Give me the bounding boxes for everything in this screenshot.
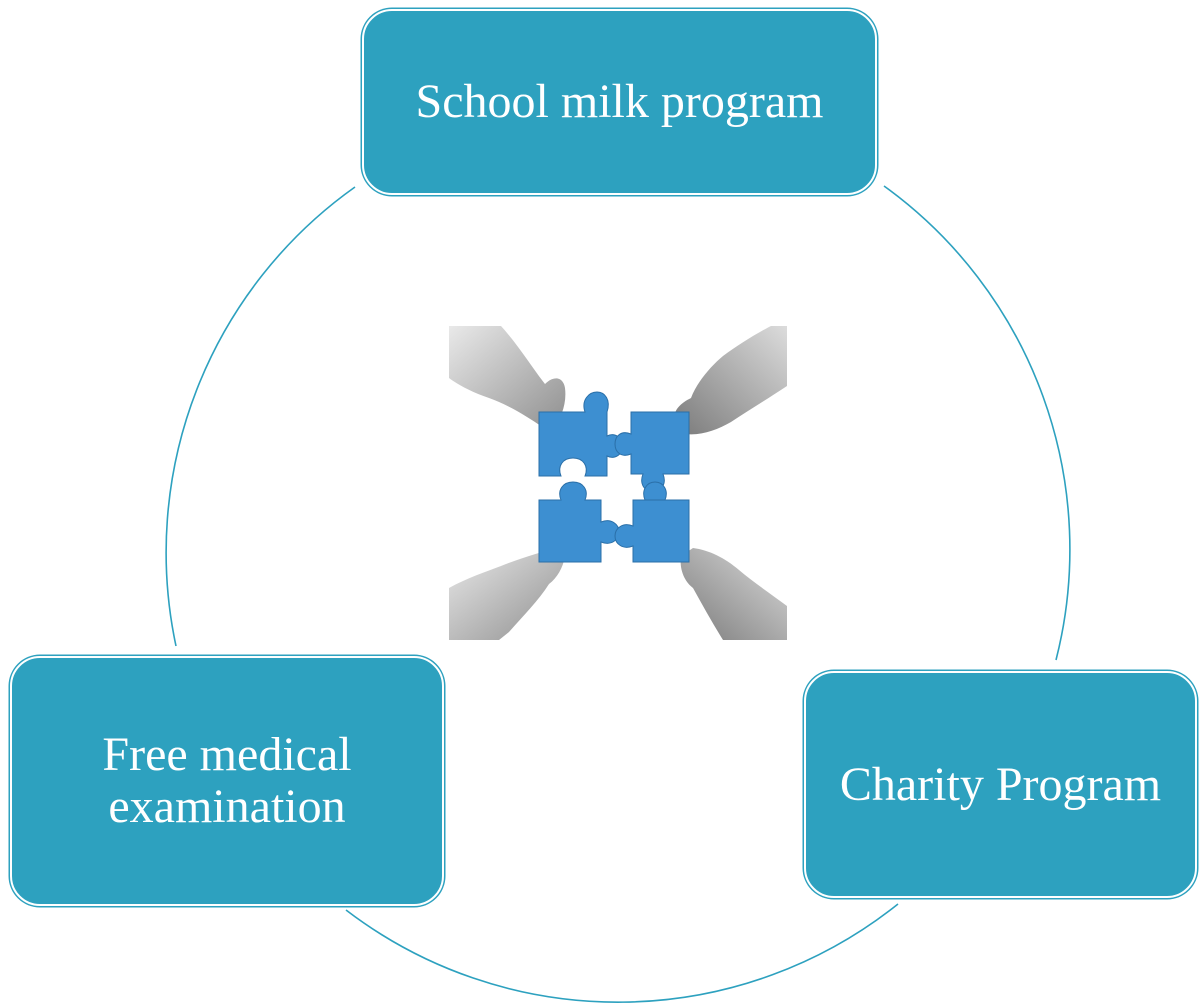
node-school-milk-program: School milk program	[362, 9, 877, 195]
hand-bottom-left	[449, 548, 565, 640]
hand-top-right	[673, 326, 787, 435]
hand-top-left	[449, 326, 566, 430]
node-label: School milk program	[415, 75, 824, 129]
puzzle-hands-icon	[449, 326, 787, 640]
node-free-medical-examination: Free medical examination	[10, 656, 444, 906]
connector-arc-right-left	[345, 903, 899, 1003]
hand-bottom-right	[680, 548, 787, 640]
connector-arc-top-right	[883, 185, 1071, 661]
connector-arc-left-top	[165, 186, 356, 647]
node-charity-program: Charity Program	[804, 671, 1197, 898]
node-label: Charity Program	[839, 757, 1162, 811]
puzzle-piece-bottom-left	[538, 481, 620, 563]
puzzle-piece-bottom-right	[614, 481, 690, 563]
node-label: Free medical examination	[102, 728, 352, 833]
